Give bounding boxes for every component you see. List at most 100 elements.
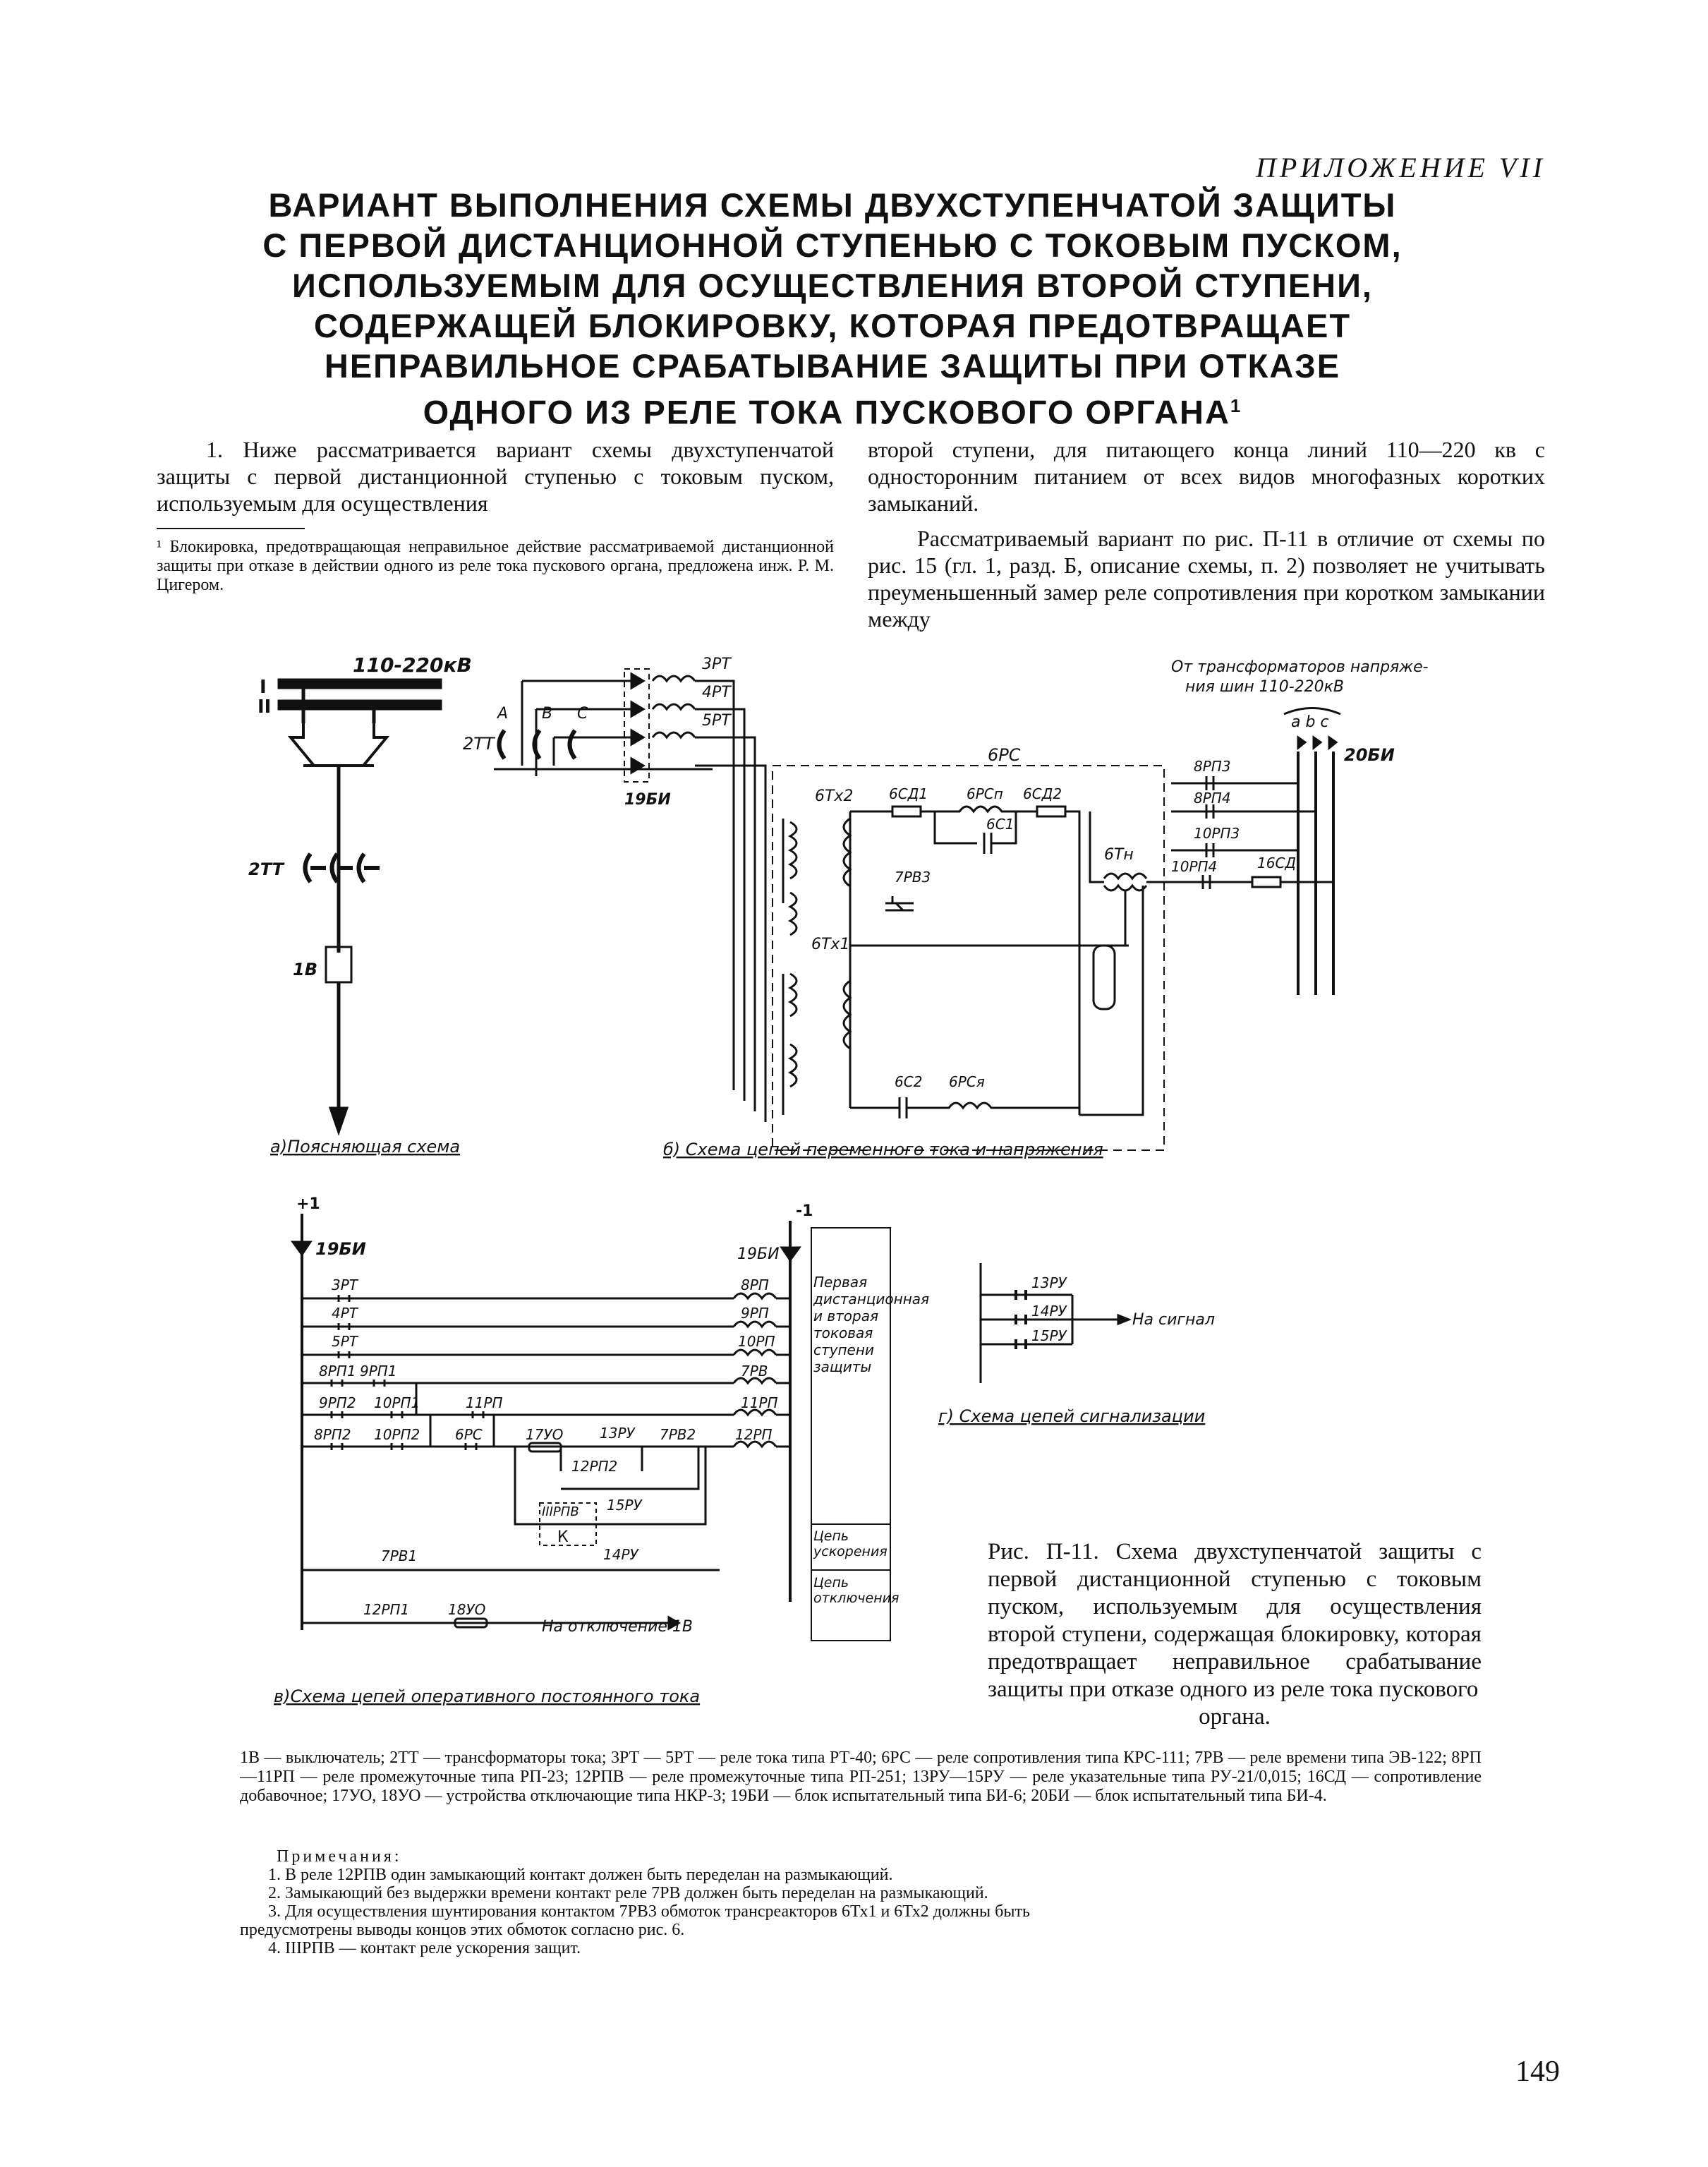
bi20-label: 20БИ <box>1344 745 1395 765</box>
coil-9-label: 9РП <box>741 1305 769 1322</box>
rv7-1-label: 7РВ1 <box>381 1547 417 1564</box>
rv3-label: 7РВ3 <box>895 869 931 886</box>
vt-note-line-1: От трансформаторов напряже- <box>1171 658 1429 676</box>
bi19-label: 19БИ <box>624 791 671 809</box>
uo17-label: 17УО <box>526 1426 563 1443</box>
caption-b: б) Схема цепей переменного тока и напряж… <box>663 1140 1103 1159</box>
rp11-contact-label: 11РП <box>466 1394 503 1411</box>
c1-label: 6С1 <box>986 816 1014 833</box>
appendix-label: ПРИЛОЖЕНИЕ VII <box>1255 152 1546 183</box>
figure-legend: 1В — выключатель; 2ТТ — трансформаторы т… <box>240 1749 1482 1805</box>
current-transformers <box>303 852 380 883</box>
note-item: 2. Замыкающий без выдержки времени конта… <box>268 1884 988 1902</box>
title-line-last: ОДНОГО ИЗ РЕЛЕ ТОКА ПУСКОВОГО ОРГАНА1 <box>212 386 1453 433</box>
sd16-label: 16СД <box>1257 855 1296 871</box>
rp8-4-label: 8РП4 <box>1194 790 1231 807</box>
ct-label: 2TT <box>248 859 285 879</box>
note-item: 1. В реле 12РПВ один замыкающий контакт … <box>268 1866 893 1884</box>
arrow-right-icon <box>1117 1313 1132 1326</box>
test-block-icons <box>291 1241 801 1262</box>
resistor-sd1 <box>891 805 922 818</box>
rv3-contact <box>885 896 914 912</box>
resistor-sd2 <box>1036 805 1067 818</box>
rp10-2-label: 10РП2 <box>374 1426 420 1443</box>
figure-caption-last: органа. <box>1199 1704 1271 1730</box>
sd2-label: 6СД2 <box>1023 785 1062 802</box>
right-paragraph-2: Рассматриваемый вариант по рис. П-11 в о… <box>868 526 1545 632</box>
figure-caption: Рис. П-11. Схема двухступенчатой защиты … <box>988 1538 1482 1731</box>
rt3-contact-label: 3РТ <box>332 1276 359 1293</box>
caption-v: в)Схема цепей оперативного постоянного т… <box>274 1686 700 1706</box>
ru13-dc-label: 13РУ <box>600 1425 636 1442</box>
rt4-contact-label: 4РТ <box>332 1305 359 1322</box>
voltage-transformer-tn <box>1089 811 1171 946</box>
resistor-sd16 <box>1251 876 1282 888</box>
coil-8-label: 8РП <box>741 1276 769 1293</box>
k-button-label: К <box>557 1528 569 1546</box>
note-item: предусмотрены выводы концов этих обмоток… <box>240 1921 685 1939</box>
bus-1 <box>277 678 442 689</box>
stage-box-label: Первая дистанционная и вторая токовая ст… <box>813 1274 930 1375</box>
working-circuit <box>898 1097 1079 1118</box>
rp8-3-label: 8РП3 <box>1194 758 1231 775</box>
stage-box <box>811 1227 891 1525</box>
rp12-2-label: 12РП2 <box>571 1458 617 1475</box>
coil-7rv-label: 7РВ <box>741 1363 768 1380</box>
rp10-3-label: 10РП3 <box>1194 825 1240 842</box>
rs6-contact-label: 6РС <box>455 1426 483 1443</box>
abc-label: a b c <box>1291 713 1329 731</box>
rt5-label: 5РТ <box>702 712 732 730</box>
footnote: ¹ Блокировка, предотвращающая неправильн… <box>157 538 834 594</box>
ru15-g-label: 15РУ <box>1031 1327 1068 1344</box>
bus-voltage-label: 110-220кВ <box>353 653 472 677</box>
breaker-label: 1B <box>293 960 317 979</box>
scheme-v: +1 -1 19БИ 19БИ 3РТ 4РТ 5РТ 8РП1 9РП1 9Р… <box>274 1195 891 1706</box>
page-number: 149 <box>1515 2056 1560 2088</box>
test-block-frame <box>624 668 650 783</box>
bi19-right-label: 19БИ <box>737 1245 780 1263</box>
title-line: СОДЕРЖАЩЕЙ БЛОКИРОВКУ, КОТОРАЯ ПРЕДОТВРА… <box>313 307 1352 344</box>
trip-label: На отключение 1В <box>542 1618 693 1636</box>
ct-symbols <box>497 729 577 760</box>
document-title: ВАРИАНТ ВЫПОЛНЕНИЯ СХЕМЫ ДВУХСТУПЕНЧАТОЙ… <box>212 185 1453 433</box>
scheme-b: 3РТ 4РТ 5РТ 19БИ A B C 2TT 6РС 6Tx2 6Tx1… <box>463 656 1429 1159</box>
signal-wiring <box>981 1293 1122 1346</box>
phase-c-label: C <box>577 705 588 723</box>
left-paragraph: 1. Ниже рассматривается вариант схемы дв… <box>157 437 834 516</box>
rpv-label: IIIРПВ <box>542 1504 579 1519</box>
title-line: ИСПОЛЬЗУЕМЫМ ДЛЯ ОСУЩЕСТВЛЕНИЯ ВТОРОЙ СТ… <box>292 267 1373 304</box>
rsp-label: 6РСп <box>967 785 1003 802</box>
sd1-label: 6СД1 <box>889 785 928 802</box>
footnote-rule <box>157 528 305 529</box>
rp10-1-label: 10РП1 <box>374 1394 420 1411</box>
tn-label: 6Тн <box>1104 846 1134 864</box>
rp9-1-label: 9РП1 <box>360 1363 397 1380</box>
polar-circuit-wiring <box>921 805 1081 1115</box>
coil-10-label: 10РП <box>738 1333 775 1350</box>
ru13-g-label: 13РУ <box>1031 1274 1068 1291</box>
right-paragraph-1: второй ступени, для питающего конца лини… <box>868 437 1545 516</box>
bus-2 <box>277 699 442 711</box>
title-line: С ПЕРВОЙ ДИСТАНЦИОННОЙ СТУПЕНЬЮ С ТОКОВЫ… <box>262 227 1403 264</box>
acceleration-branch <box>514 1447 707 1526</box>
rt4-label: 4РТ <box>702 684 732 701</box>
rp10-4-label: 10РП4 <box>1171 858 1217 875</box>
rt5-contact-label: 5РТ <box>332 1333 359 1350</box>
indicator-contacts <box>1014 1290 1027 1349</box>
ru15-dc-label: 15РУ <box>607 1497 643 1514</box>
rs6-relay-frame <box>772 765 1165 1151</box>
rsya-label: 6РСя <box>949 1073 985 1090</box>
coil-11-label: 11РП <box>741 1394 778 1411</box>
voltage-buses <box>1297 751 1335 995</box>
tx2-label: 6Tx2 <box>815 787 853 805</box>
dc-parallel-links <box>415 1383 495 1447</box>
rpv-contact-frame <box>539 1502 597 1546</box>
coil-12-label: 12РП <box>735 1426 773 1443</box>
c2-label: 6С2 <box>895 1073 922 1090</box>
acceleration-box-label: Цепь ускорения <box>813 1528 888 1559</box>
rv7-2-label: 7РВ2 <box>660 1426 696 1443</box>
bus-2-label: II <box>258 696 271 718</box>
title-line: ОДНОГО ИЗ РЕЛЕ ТОКА ПУСКОВОГО ОРГАНА <box>423 393 1230 431</box>
current-relay-coils <box>651 675 696 740</box>
uo18-device <box>454 1617 488 1629</box>
